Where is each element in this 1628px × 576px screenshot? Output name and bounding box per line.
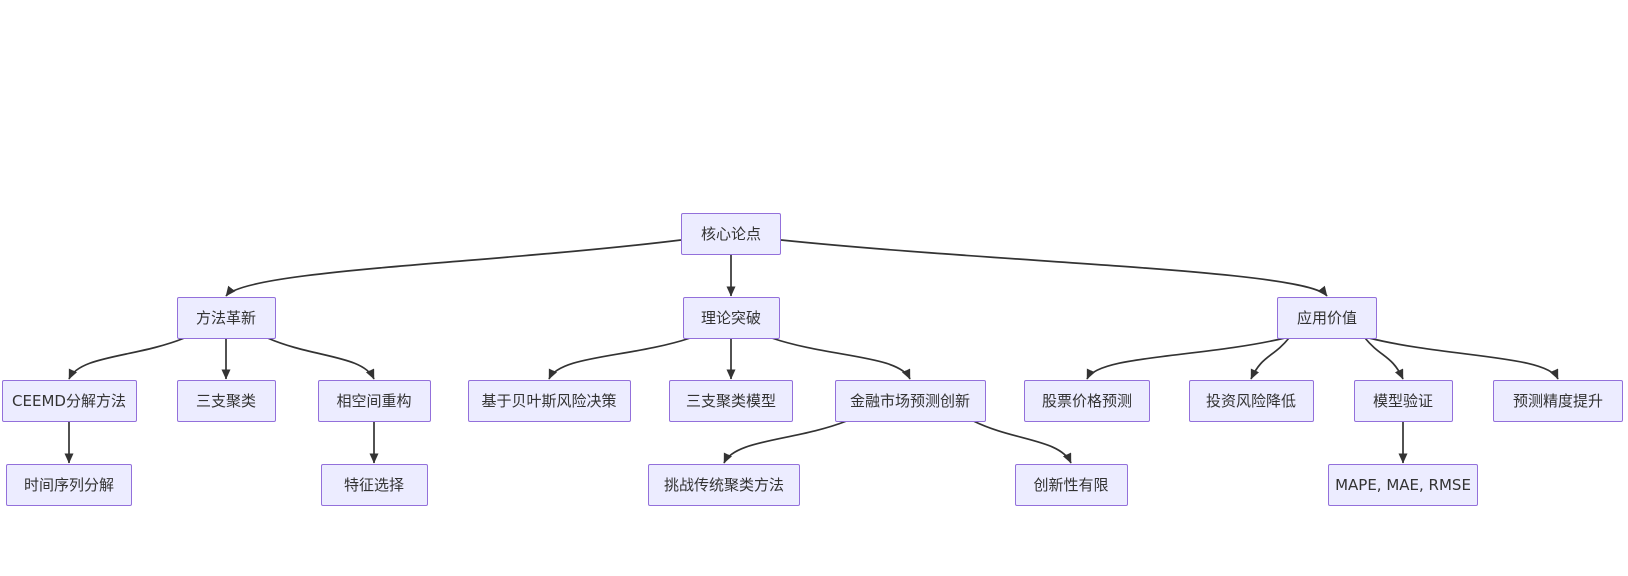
edge-application-to-stock	[1086, 337, 1286, 380]
node-ceemd: CEEMD分解方法	[1, 380, 137, 422]
node-label: 三支聚类	[195, 391, 256, 410]
node-label: 核心论点	[700, 224, 761, 243]
node-three-cluster: 三支聚类	[176, 380, 276, 422]
node-label: MAPE, MAE, RMSE	[1335, 475, 1471, 494]
node-ts-decompose: 时间序列分解	[6, 464, 132, 506]
node-label: CEEMD分解方法	[12, 391, 126, 410]
node-finance-innovation: 金融市场预测创新	[834, 380, 986, 422]
node-label: 方法革新	[195, 308, 256, 327]
node-limited-innovation: 创新性有限	[1014, 464, 1128, 506]
node-label: 时间序列分解	[23, 475, 114, 494]
edge-method-to-phase-space	[267, 337, 375, 380]
node-label: 三支聚类模型	[685, 391, 776, 410]
edge-application-to-model-validation	[1364, 337, 1404, 380]
edge-application-to-accuracy	[1368, 337, 1559, 380]
node-label: 挑战传统聚类方法	[663, 475, 784, 494]
node-theory: 理论突破	[682, 297, 780, 339]
node-label: 相空间重构	[336, 391, 412, 410]
node-bayes: 基于贝叶斯风险决策	[467, 380, 631, 422]
edge-theory-to-bayes	[548, 337, 691, 380]
node-label: 应用价值	[1296, 308, 1357, 327]
node-label: 特征选择	[343, 475, 404, 494]
node-label: 股票价格预测	[1041, 391, 1132, 410]
edge-theory-to-finance-innovation	[771, 337, 911, 380]
edge-application-to-invest-risk	[1250, 337, 1290, 380]
edge-finance-innovation-to-limited-innovation	[973, 420, 1072, 464]
node-label: 投资风险降低	[1205, 391, 1296, 410]
node-label: 创新性有限	[1033, 475, 1109, 494]
node-three-model: 三支聚类模型	[669, 380, 793, 422]
node-application: 应用价值	[1277, 297, 1377, 339]
node-mape: MAPE, MAE, RMSE	[1328, 464, 1478, 506]
node-stock: 股票价格预测	[1024, 380, 1150, 422]
node-method: 方法革新	[176, 297, 276, 339]
edge-core-to-application	[780, 239, 1328, 297]
node-accuracy: 预测精度提升	[1493, 380, 1623, 422]
node-label: 基于贝叶斯风险决策	[481, 391, 617, 410]
node-invest-risk: 投资风险降低	[1188, 380, 1314, 422]
node-phase-space: 相空间重构	[317, 380, 431, 422]
node-label: 理论突破	[700, 308, 761, 327]
node-challenge: 挑战传统聚类方法	[648, 464, 800, 506]
node-model-validation: 模型验证	[1353, 380, 1453, 422]
node-core: 核心论点	[681, 213, 781, 255]
edge-core-to-method	[225, 239, 682, 297]
node-label: 金融市场预测创新	[849, 391, 970, 410]
edge-method-to-ceemd	[68, 337, 185, 380]
node-label: 模型验证	[1372, 391, 1433, 410]
edge-finance-innovation-to-challenge	[723, 420, 847, 464]
node-feature-select: 特征选择	[320, 464, 428, 506]
node-label: 预测精度提升	[1512, 391, 1603, 410]
